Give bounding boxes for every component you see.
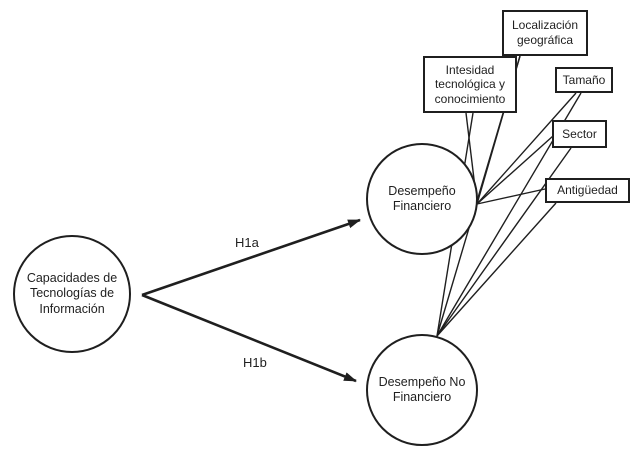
edge-label-h1b: H1b [243, 355, 267, 370]
node-desempeno-financiero: Desempeño Financiero [366, 143, 478, 255]
node-intensidad-tecnologica: Intesidad tecnológica y conocimiento [423, 56, 517, 113]
line-antiguedad-no-financiero [436, 202, 557, 337]
node-desempeno-no-financiero: Desempeño No Financiero [366, 334, 478, 446]
edge-label-h1a: H1a [235, 235, 259, 250]
line-tamano-financiero [476, 92, 577, 205]
line-antiguedad-financiero [476, 188, 546, 205]
node-capacidades-ti-label: Capacidades de Tecnologías de Informació… [26, 271, 118, 316]
line-sector-financiero [476, 135, 554, 205]
node-sector-label: Sector [562, 126, 597, 141]
node-capacidades-ti: Capacidades de Tecnologías de Informació… [13, 235, 131, 353]
node-localizacion-geografica-label: Localización geográfica [511, 18, 579, 47]
node-desempeno-no-financiero-label: Desempeño No Financiero [378, 374, 466, 404]
node-desempeno-financiero-label: Desempeño Financiero [388, 183, 456, 213]
arrow-h1b [141, 293, 357, 383]
node-localizacion-geografica: Localización geográfica [502, 10, 588, 56]
node-antiguedad-label: Antigüedad [557, 183, 618, 198]
hypothesis-arrows [141, 218, 361, 383]
node-tamano: Tamaño [555, 67, 613, 93]
node-sector: Sector [552, 120, 607, 148]
arrow-h1a [141, 218, 361, 297]
node-antiguedad: Antigüedad [545, 178, 630, 203]
node-tamano-label: Tamaño [562, 72, 606, 87]
node-intensidad-tecnologica-label: Intesidad tecnológica y conocimiento [434, 62, 506, 106]
